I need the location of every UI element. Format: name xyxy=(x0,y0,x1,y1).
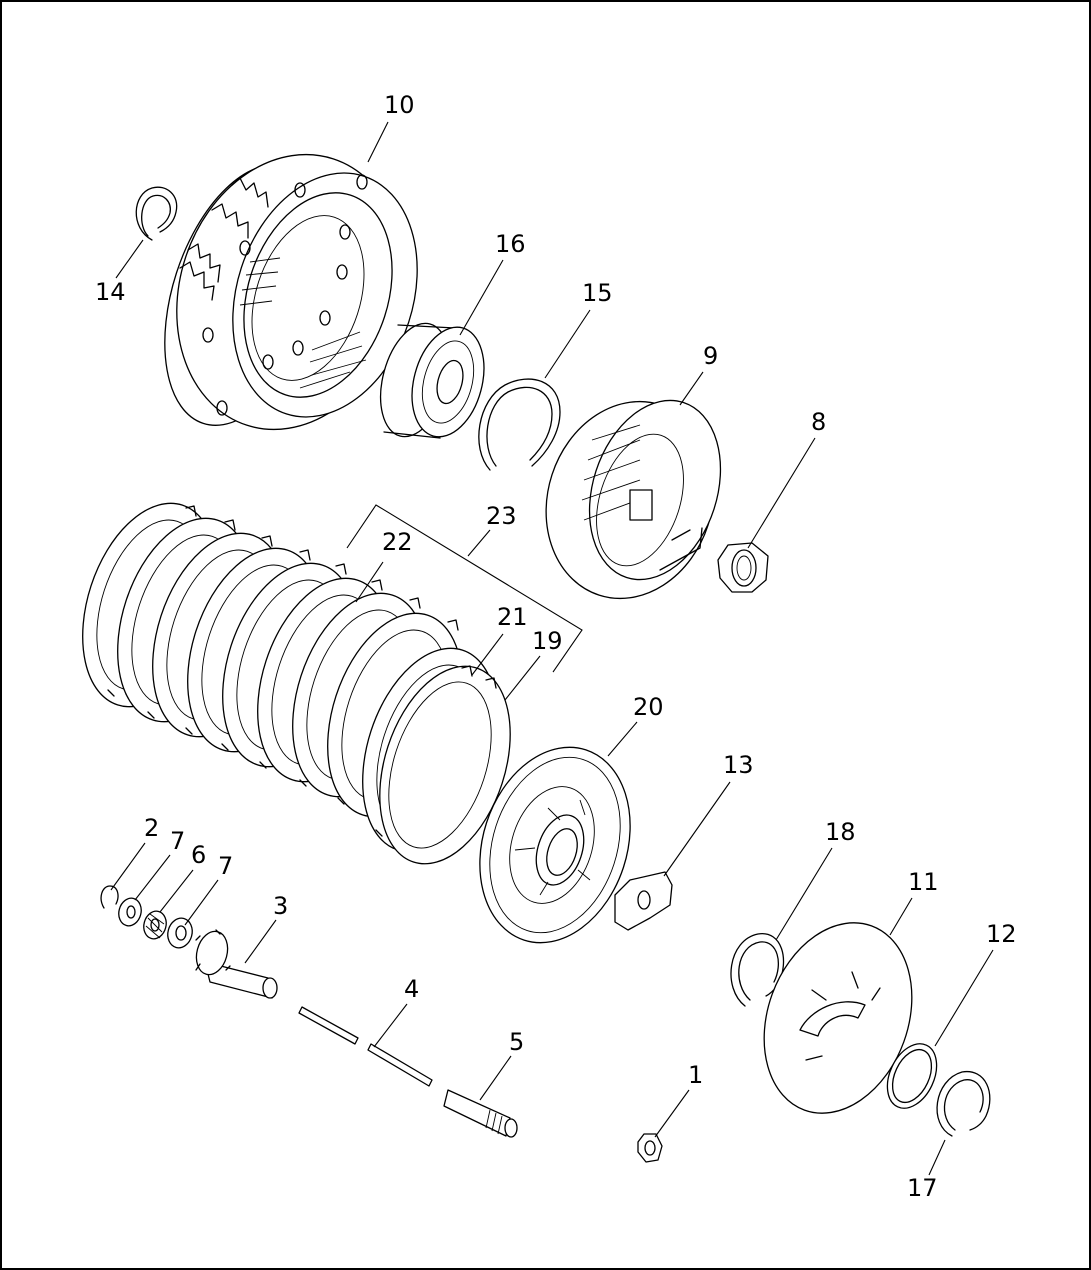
callout-20: 20 xyxy=(633,693,664,721)
callout-18: 18 xyxy=(825,818,856,846)
part-7-washer-b xyxy=(167,917,193,949)
callout-17: 17 xyxy=(907,1174,938,1202)
callout-9: 9 xyxy=(703,342,718,370)
part-9-clutch-hub xyxy=(545,399,722,600)
callout-15: 15 xyxy=(582,279,613,307)
part-23-bracket xyxy=(346,504,583,673)
callout-23: 23 xyxy=(486,502,517,530)
callout-16: 16 xyxy=(495,230,526,258)
callout-6: 6 xyxy=(191,841,206,869)
callout-10: 10 xyxy=(384,91,415,119)
callout-7-upper: 7 xyxy=(170,827,185,855)
callout-12: 12 xyxy=(986,920,1017,948)
callout-8: 8 xyxy=(811,408,826,436)
callout-21: 21 xyxy=(497,603,528,631)
part-11-diaphragm-plate xyxy=(763,922,913,1114)
callout-2: 2 xyxy=(144,814,159,842)
part-6-bearing xyxy=(143,910,167,940)
callout-5: 5 xyxy=(509,1028,524,1056)
part-8-nut xyxy=(717,542,769,593)
callout-3: 3 xyxy=(273,892,288,920)
callout-14: 14 xyxy=(95,278,126,306)
part-3-adjusting-screw xyxy=(195,929,278,999)
part-1-nut xyxy=(637,1133,663,1163)
callout-19: 19 xyxy=(532,627,563,655)
callout-13: 13 xyxy=(723,751,754,779)
part-12-spring-seat xyxy=(886,1043,938,1109)
part-10-clutch-shell xyxy=(164,153,418,431)
shell-splines xyxy=(239,257,367,389)
part-15-snap-ring xyxy=(478,378,561,471)
part-14-retaining-ring xyxy=(135,186,178,241)
callout-22: 22 xyxy=(382,528,413,556)
part-20-pressure-plate xyxy=(479,746,631,944)
part-2-circlip xyxy=(100,885,119,909)
part-13-lock-plate xyxy=(614,871,673,931)
part-16-bearing xyxy=(379,322,485,439)
parts-19-21-22-clutch-plate-stack xyxy=(82,502,511,865)
sprocket-teeth xyxy=(179,177,269,301)
part-4-push-rods xyxy=(298,1006,433,1087)
part-7-washer-a xyxy=(118,897,142,927)
part-5-throwout-rod xyxy=(443,1089,518,1138)
callout-11: 11 xyxy=(908,868,939,896)
callout-labels: 10 14 16 15 9 8 23 22 21 19 20 13 2 7 6 … xyxy=(95,91,1017,1202)
leader-lines xyxy=(110,121,994,1176)
part-17-retaining-ring xyxy=(936,1071,991,1137)
callout-7-lower: 7 xyxy=(218,852,233,880)
plate-tabs xyxy=(107,505,497,837)
callout-4: 4 xyxy=(404,975,419,1003)
callout-1: 1 xyxy=(688,1061,703,1089)
shell-bolt-holes xyxy=(202,174,368,416)
